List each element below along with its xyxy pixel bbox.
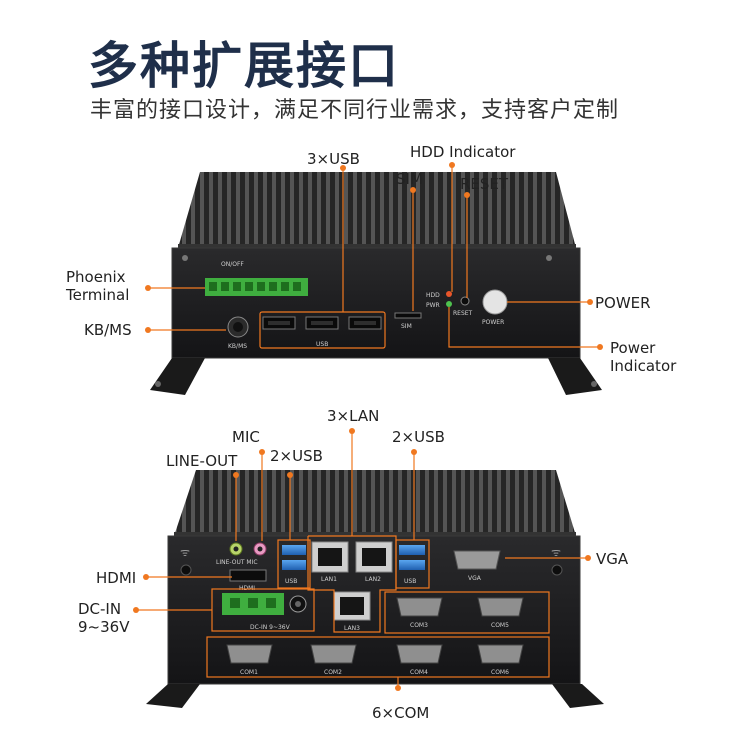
reset-button-icon — [460, 296, 470, 306]
label-power-indicator: Power Indicator — [610, 339, 677, 375]
rear-callout-lines — [136, 431, 588, 688]
hdd-led-icon — [446, 291, 452, 297]
com6-print: COM6 — [491, 669, 509, 676]
wifi-icon: ᯤ — [551, 546, 561, 559]
wifi-icon: ᯤ — [180, 546, 190, 559]
front-callout-lines — [148, 165, 600, 349]
com4-print: COM4 — [410, 669, 428, 676]
reset-print: RESET — [453, 310, 473, 317]
usb-right-print: USB — [404, 578, 416, 585]
rear-foot-right — [552, 684, 604, 708]
front-panel — [171, 247, 581, 359]
vga-print: VGA — [468, 575, 482, 582]
usb-left-print: USB — [285, 578, 297, 585]
label-reset: RESET — [460, 175, 509, 193]
rear-callout-dots — [133, 428, 591, 691]
antenna-port-icon — [551, 564, 563, 576]
label-lineout: LINE-OUT — [166, 452, 238, 470]
front-usb-ports — [262, 316, 382, 330]
page-title: 多种扩展接口 — [88, 37, 400, 95]
phoenix-terminal — [205, 278, 308, 296]
label-kbms: KB/MS — [84, 321, 132, 339]
kbms-print: KB/MS — [228, 343, 247, 350]
label-2xusb-left: 2×USB — [270, 447, 323, 465]
antenna-port-icon — [180, 564, 192, 576]
rear-foot-left — [146, 684, 200, 708]
com3-port — [396, 597, 443, 617]
label-3xlan: 3×LAN — [327, 407, 380, 425]
lan3-print: LAN3 — [344, 625, 360, 632]
hdmi-port — [229, 569, 267, 582]
rear-heatsink — [174, 470, 576, 536]
front-callout-dots — [145, 162, 603, 350]
label-6xcom: 6×COM — [372, 704, 430, 722]
com5-print: COM5 — [491, 622, 509, 629]
onoff-print: ON/OFF — [221, 261, 244, 268]
page-subtitle: 丰富的接口设计，满足不同行业需求，支持客户定制 — [90, 98, 620, 123]
front-heatsink — [178, 172, 576, 248]
screw-icon — [182, 255, 188, 261]
label-sim: SIM — [396, 170, 423, 188]
rear-usb-left-1 — [282, 545, 306, 555]
sim-print: SIM — [401, 323, 412, 330]
label-power: POWER — [595, 294, 651, 312]
label-hdmi: HDMI — [96, 569, 137, 587]
com2-port — [310, 644, 357, 664]
front-device: ON/OFF KB/MS USB SIM HDD PWR RESET PO — [150, 172, 602, 395]
lineout-mic-print: LINE-OUT MIC — [216, 559, 258, 566]
sim-slot — [394, 312, 422, 319]
power-print: POWER — [482, 319, 504, 326]
hdd-print: HDD — [426, 292, 440, 299]
lan2-print: LAN2 — [365, 576, 381, 583]
label-2xusb-right: 2×USB — [392, 428, 445, 446]
front-usb-print: USB — [316, 341, 328, 348]
lan1-print: LAN1 — [321, 576, 337, 583]
label-vga: VGA — [596, 550, 629, 568]
rear-device: ᯤ ᯤ LINE-OUT MIC HDMI USB LAN1 LAN2 LAN3… — [146, 470, 604, 708]
rear-usb-right-1 — [399, 545, 425, 555]
com4-port — [396, 644, 443, 664]
com-ports — [226, 597, 524, 664]
front-foot-left — [150, 358, 205, 395]
com2-print: COM2 — [324, 669, 342, 676]
com1-print: COM1 — [240, 669, 258, 676]
com6-port — [477, 644, 524, 664]
label-mic: MIC — [232, 428, 260, 446]
screw-icon — [546, 255, 552, 261]
power-led-icon — [446, 301, 452, 307]
vga-port — [453, 550, 501, 570]
label-hdd-indicator: HDD Indicator — [410, 143, 516, 161]
power-button-icon — [482, 289, 508, 315]
com3-print: COM3 — [410, 622, 428, 629]
screw-icon — [591, 381, 597, 387]
com5-port — [477, 597, 524, 617]
rear-usb-left-2 — [282, 560, 306, 570]
dcin-print: DC-IN 9~36V — [250, 624, 291, 631]
rear-usb-right-2 — [399, 560, 425, 570]
label-phoenix-terminal: Phoenix Terminal — [66, 268, 130, 304]
label-dcin: DC-IN 9~36V — [78, 600, 130, 636]
com1-port — [226, 644, 273, 664]
label-3xusb: 3×USB — [307, 150, 360, 168]
pwr-print: PWR — [426, 302, 440, 309]
screw-icon — [155, 381, 161, 387]
front-foot-right — [548, 358, 602, 395]
